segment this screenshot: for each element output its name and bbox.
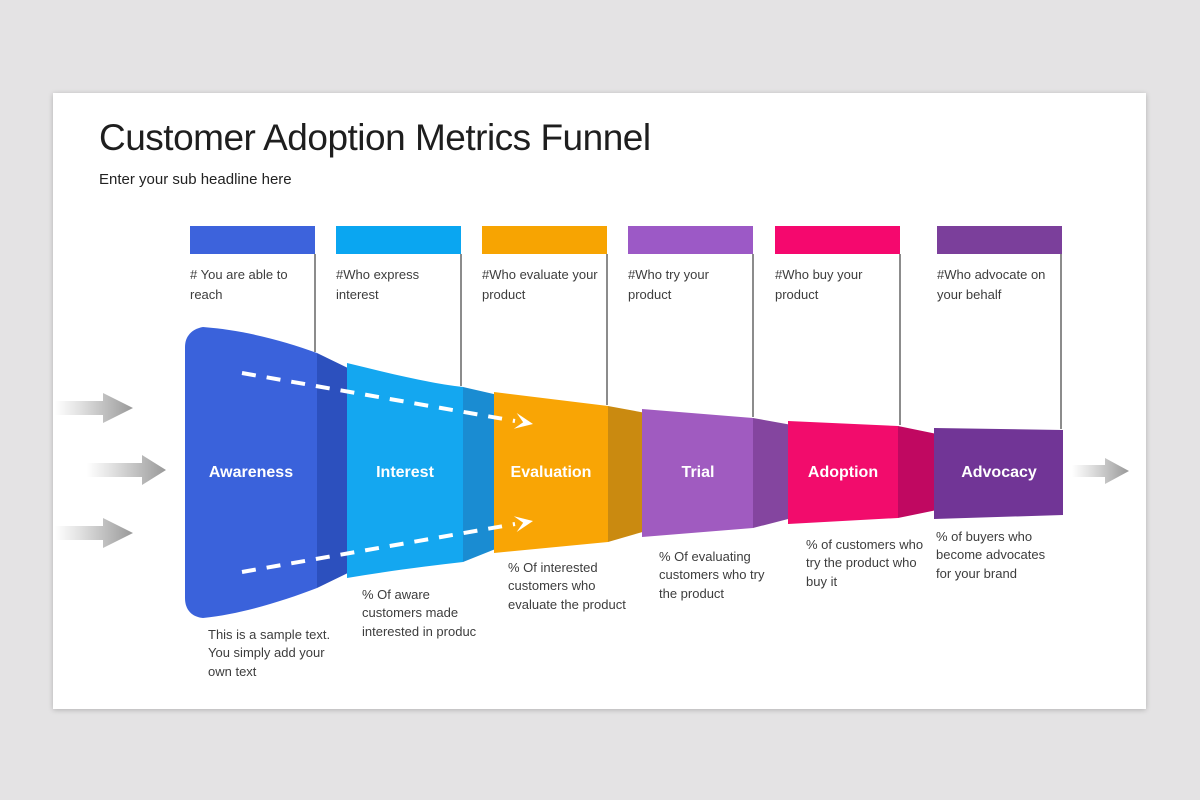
- bottom-label-evaluation: % Of interested customers who evaluate t…: [508, 560, 626, 612]
- funnel-segment-awareness-body: [185, 327, 317, 618]
- left-flow-arrow-icon: [87, 455, 166, 485]
- stage-bars: [190, 226, 1062, 254]
- bottom-label-interest: % Of aware customers made interested in …: [362, 587, 477, 639]
- top-label-adoption: #Who buy your product: [775, 267, 863, 302]
- right-flow-arrow-icon: [1072, 458, 1129, 484]
- funnel-segment-interest-body: [347, 363, 463, 578]
- funnel-segment-adoption-body: [788, 421, 898, 524]
- funnel-segment-trial-body: [642, 409, 753, 537]
- dashed-arrowhead-icon: [513, 516, 533, 533]
- flow-arrows: [55, 393, 1129, 548]
- left-flow-arrow-icon: [55, 393, 133, 423]
- page-subtitle: Enter your sub headline here: [99, 171, 292, 188]
- bottom-label-advocacy: % of buyers who become advocates for you…: [936, 529, 1046, 581]
- funnel-diagram: [55, 226, 1129, 618]
- dashed-arrowhead-icon: [513, 412, 533, 429]
- stage-name-advocacy: Advocacy: [961, 464, 1037, 481]
- top-label-trial: #Who try your product: [628, 267, 709, 302]
- stage-bar-evaluation: [482, 226, 607, 254]
- dashed-arrow-lower: [241, 522, 516, 574]
- stage-bar-interest: [336, 226, 461, 254]
- top-label-evaluation: #Who evaluate your product: [482, 267, 598, 302]
- funnel-segment-evaluation-fold: [608, 406, 646, 542]
- stage-bar-trial: [628, 226, 753, 254]
- top-label-awareness: # You are able to reach: [190, 267, 288, 302]
- stage-bar-awareness: [190, 226, 315, 254]
- top-label-advocacy: #Who advocate on your behalf: [937, 267, 1046, 302]
- stage-name-adoption: Adoption: [807, 464, 879, 481]
- dashed-flow-arrows: [241, 371, 533, 574]
- stage-name-evaluation: Evaluation: [510, 464, 592, 481]
- funnel-segment-adoption-fold: [898, 426, 937, 518]
- bottom-label-adoption: % of customers who try the product who b…: [806, 537, 924, 589]
- funnel-segment-advocacy-body: [934, 428, 1063, 519]
- top-label-interest: #Who express interest: [336, 267, 420, 302]
- funnel-segment-awareness-fold: [317, 353, 352, 588]
- connector-lines: [314, 254, 1062, 429]
- stage-bar-advocacy: [937, 226, 1062, 254]
- bottom-label-awareness: This is a sample text. You simply add yo…: [208, 627, 331, 679]
- stage-name-awareness: Awareness: [208, 464, 294, 481]
- stage-bar-adoption: [775, 226, 900, 254]
- left-flow-arrow-icon: [55, 518, 133, 548]
- funnel-segment-trial-fold: [753, 418, 792, 528]
- funnel-segment-evaluation-body: [494, 392, 608, 553]
- bottom-label-trial: % Of evaluating customers who try the pr…: [659, 549, 765, 601]
- page-title: Customer Adoption Metrics Funnel: [99, 117, 651, 158]
- dashed-arrow-upper: [241, 371, 516, 423]
- funnel-segment-interest-fold: [463, 387, 498, 562]
- funnel-segments: [185, 327, 1063, 618]
- stage-name-trial: Trial: [681, 464, 715, 481]
- slide: Customer Adoption Metrics Funnel Enter y…: [53, 93, 1146, 709]
- stage-name-interest: Interest: [376, 464, 434, 481]
